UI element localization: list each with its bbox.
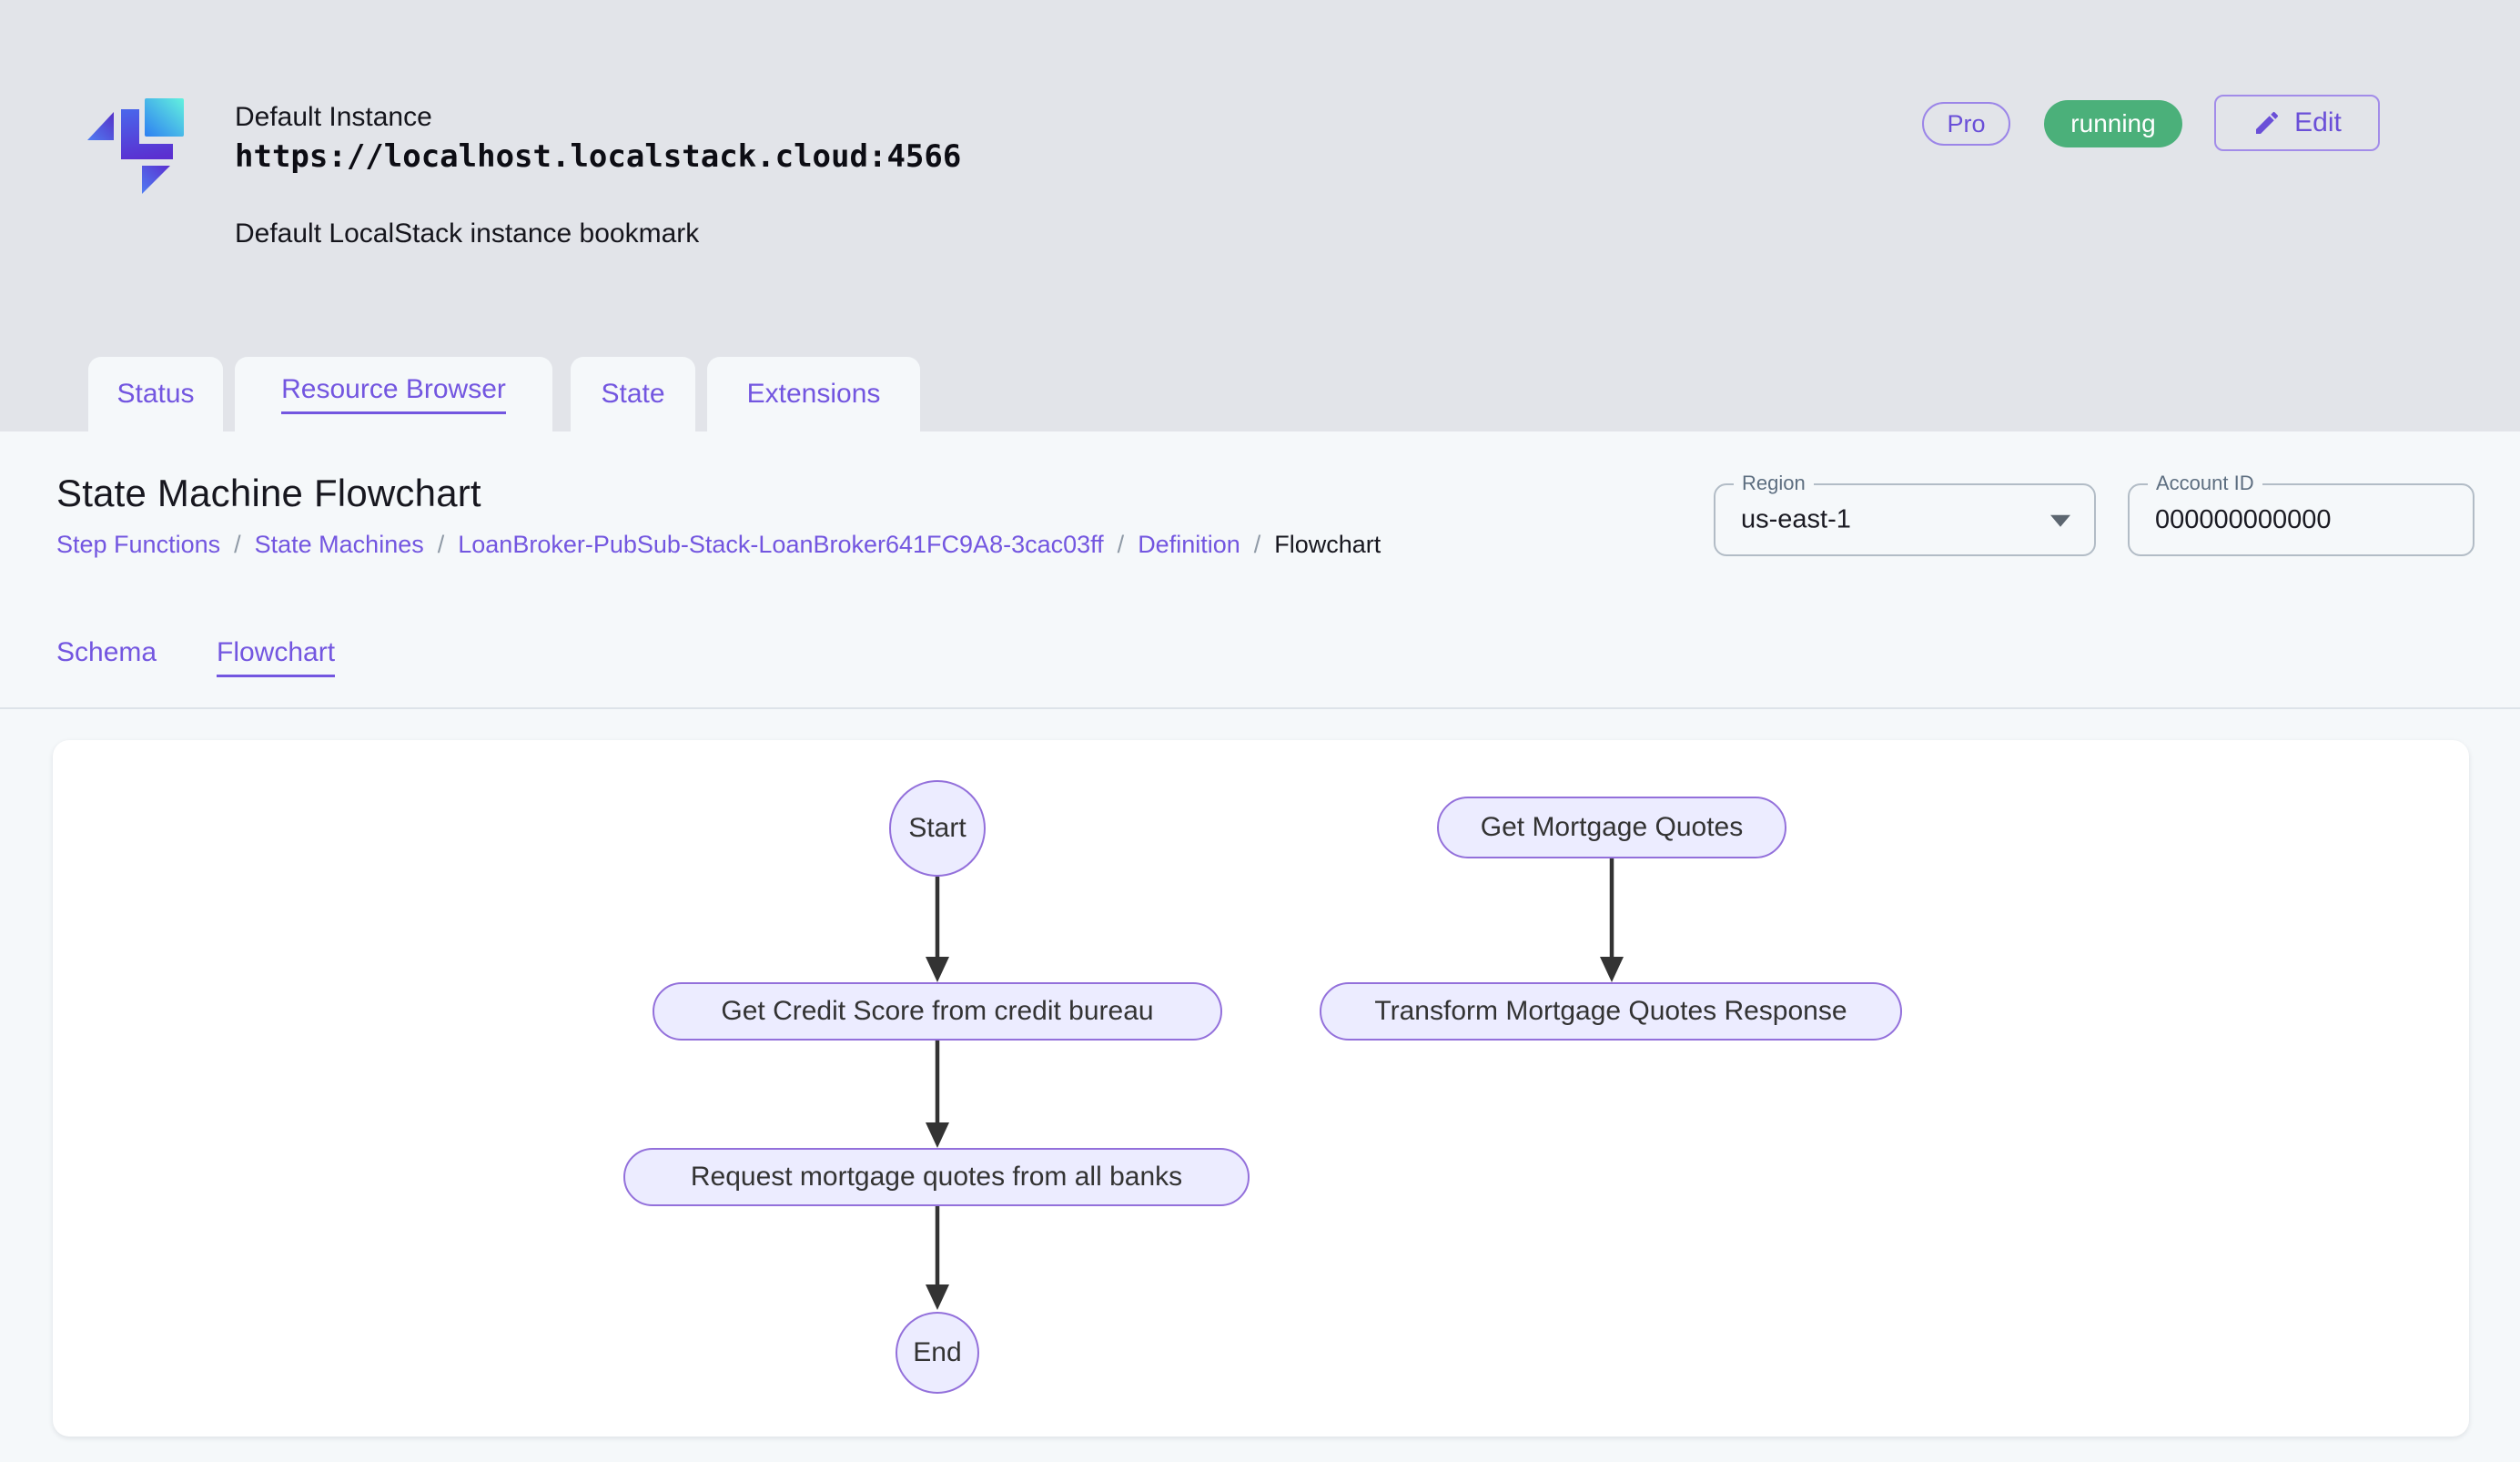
breadcrumb-separator: / bbox=[1253, 531, 1261, 558]
status-badge: running bbox=[2044, 100, 2182, 147]
tab-state-label: State bbox=[601, 379, 665, 409]
instance-description: Default LocalStack instance bookmark bbox=[235, 218, 700, 249]
flow-node-start-label: Start bbox=[908, 813, 967, 843]
breadcrumb-definition[interactable]: Definition bbox=[1138, 531, 1240, 558]
tab-status[interactable]: Status bbox=[88, 357, 223, 431]
flow-node-end: End bbox=[896, 1312, 979, 1394]
flow-node-start: Start bbox=[889, 780, 986, 877]
edit-button[interactable]: Edit bbox=[2214, 95, 2380, 151]
breadcrumb-separator: / bbox=[1117, 531, 1125, 558]
flow-edges-svg bbox=[926, 858, 1624, 1310]
breadcrumb-separator: / bbox=[437, 531, 445, 558]
region-select[interactable]: Region us-east-1 bbox=[1714, 472, 2096, 556]
breadcrumb-flowchart: Flowchart bbox=[1274, 531, 1381, 558]
flow-node-get-credit-score-label: Get Credit Score from credit bureau bbox=[721, 996, 1154, 1026]
tab-extensions-label: Extensions bbox=[746, 379, 881, 409]
tab-resource-browser-label: Resource Browser bbox=[281, 374, 506, 414]
instance-name: Default Instance bbox=[235, 102, 432, 132]
instance-url: https://localhost.localstack.cloud:4566 bbox=[235, 138, 962, 175]
tab-status-label: Status bbox=[116, 379, 195, 409]
caret-down-icon[interactable] bbox=[2050, 514, 2070, 527]
flow-node-end-label: End bbox=[913, 1337, 962, 1367]
flow-node-get-mortgage-quotes: Get Mortgage Quotes bbox=[1437, 797, 1786, 858]
flow-edge-gmq-transform bbox=[1600, 858, 1624, 982]
subtab-flowchart-label: Flowchart bbox=[217, 637, 336, 667]
flow-edge-credit-request bbox=[926, 1041, 949, 1148]
flow-edge-request-end bbox=[926, 1206, 949, 1310]
page-title: State Machine Flowchart bbox=[56, 472, 481, 514]
flow-node-get-credit-score: Get Credit Score from credit bureau bbox=[653, 982, 1222, 1041]
subtab-flowchart[interactable]: Flowchart bbox=[217, 637, 336, 677]
flowchart-card: Start Get Credit Score from credit burea… bbox=[53, 740, 2469, 1437]
breadcrumb-state-machines[interactable]: State Machines bbox=[254, 531, 424, 558]
flow-edge-start-credit bbox=[926, 877, 949, 982]
subtab-schema-label: Schema bbox=[56, 637, 157, 667]
tab-resource-browser[interactable]: Resource Browser bbox=[235, 357, 552, 431]
region-select-label: Region bbox=[1734, 472, 1814, 495]
flow-node-request-quotes: Request mortgage quotes from all banks bbox=[623, 1148, 1250, 1206]
tab-state[interactable]: State bbox=[571, 357, 695, 431]
breadcrumb-state-machine-name[interactable]: LoanBroker-PubSub-Stack-LoanBroker641FC9… bbox=[458, 531, 1104, 558]
flow-node-transform-response-label: Transform Mortgage Quotes Response bbox=[1374, 996, 1847, 1026]
flow-node-transform-response: Transform Mortgage Quotes Response bbox=[1320, 982, 1902, 1041]
account-id-input[interactable] bbox=[2130, 485, 2473, 554]
account-id-field: Account ID bbox=[2128, 472, 2474, 556]
pro-badge: Pro bbox=[1922, 102, 2010, 146]
flow-node-request-quotes-label: Request mortgage quotes from all banks bbox=[690, 1162, 1183, 1192]
status-badge-label: running bbox=[2070, 109, 2156, 137]
region-select-value: us-east-1 bbox=[1741, 504, 1851, 534]
subtab-schema[interactable]: Schema bbox=[56, 637, 157, 668]
breadcrumb-separator: / bbox=[234, 531, 241, 558]
localstack-logo bbox=[87, 98, 184, 194]
flow-node-get-mortgage-quotes-label: Get Mortgage Quotes bbox=[1480, 812, 1744, 842]
breadcrumb: Step Functions / State Machines / LoanBr… bbox=[56, 531, 1381, 559]
pro-badge-label: Pro bbox=[1947, 109, 1986, 137]
divider bbox=[0, 707, 2520, 709]
tab-extensions[interactable]: Extensions bbox=[707, 357, 920, 431]
pencil-icon bbox=[2256, 111, 2279, 134]
breadcrumb-step-functions[interactable]: Step Functions bbox=[56, 531, 221, 558]
edit-button-label: Edit bbox=[2294, 107, 2342, 137]
